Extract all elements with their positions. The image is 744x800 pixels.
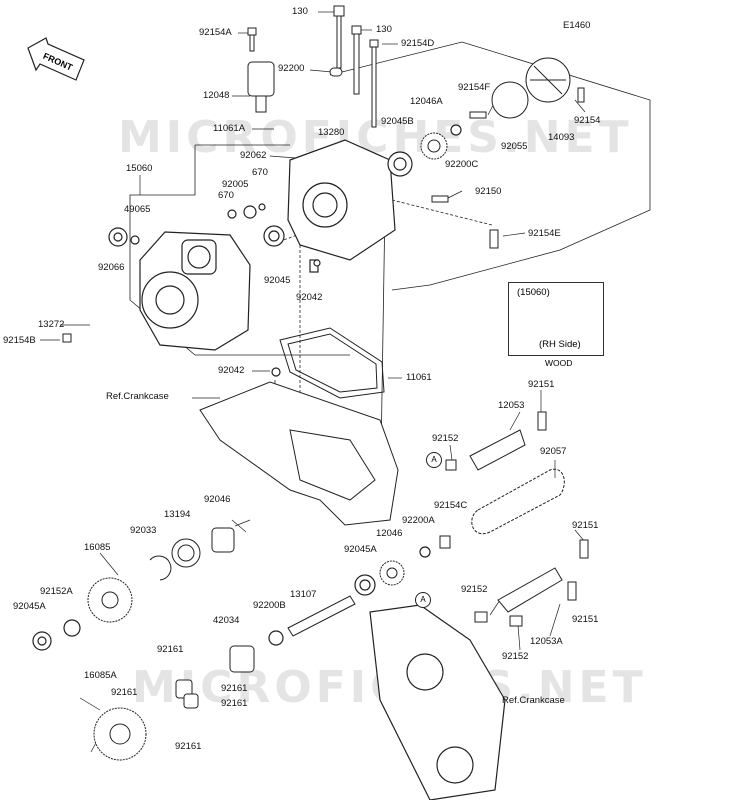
wood-note: WOOD xyxy=(545,358,573,368)
ref-crankcase-upper: Ref.Crankcase xyxy=(106,391,169,402)
front-arrow-icon: FRONT xyxy=(27,37,85,81)
part-label: 92154D xyxy=(401,38,435,49)
chain-92057-icon xyxy=(471,468,565,535)
part-label: 92161 xyxy=(175,741,202,752)
part-label: 92152 xyxy=(502,651,529,662)
sprocket-16085-icon xyxy=(87,577,133,623)
callout-a-2: A xyxy=(415,592,431,608)
part-label: 92045A xyxy=(13,601,46,612)
ref-crankcase-lower: Ref.Crankcase xyxy=(502,695,565,706)
part-label: 92152 xyxy=(432,433,459,444)
part-label: 14093 xyxy=(548,132,575,143)
part-label: 92005 xyxy=(222,179,249,190)
part-label: 92154E xyxy=(528,228,561,239)
part-label: 92154A xyxy=(199,27,232,38)
part-label: 12048 xyxy=(203,90,230,101)
solenoid-12048-icon xyxy=(247,61,275,113)
part-label: 92161 xyxy=(111,687,138,698)
part-label: 12053 xyxy=(498,400,525,411)
part-label: 92055 xyxy=(501,141,528,152)
part-label: 16085A xyxy=(84,670,117,681)
housing-13280-icon xyxy=(287,139,396,273)
part-label: 16085 xyxy=(84,542,111,553)
part-label: 92154C xyxy=(434,500,468,511)
part-label: 92200 xyxy=(278,63,305,74)
part-label: 92151 xyxy=(528,379,555,390)
wood-box: (15060) (RH Side) xyxy=(508,282,604,356)
part-label: 130 xyxy=(376,24,392,35)
part-label: 92042 xyxy=(218,365,245,376)
part-label: 92033 xyxy=(130,525,157,536)
part-label: 92151 xyxy=(572,520,599,531)
gear-12046A-icon xyxy=(420,132,448,160)
part-label: 92042 xyxy=(296,292,323,303)
part-label: 92154F xyxy=(458,82,491,93)
part-label: 11061 xyxy=(406,372,432,383)
bearings-icon xyxy=(149,527,235,581)
part-label: 92161 xyxy=(221,683,248,694)
part-label: 92200C xyxy=(445,159,479,170)
seal-rings-icon xyxy=(32,124,462,651)
part-label: 92062 xyxy=(240,150,267,161)
part-label: 13107 xyxy=(290,589,317,600)
part-label: 92152A xyxy=(40,586,73,597)
part-label: 130 xyxy=(292,6,308,17)
part-label: 92161 xyxy=(221,698,248,709)
gasket-11061-icon xyxy=(279,327,385,399)
part-label: 15060 xyxy=(126,163,153,174)
part-label: 92150 xyxy=(475,186,502,197)
part-label: 12046 xyxy=(376,528,403,539)
chain-guides-icon xyxy=(469,429,563,613)
part-label: 92200A xyxy=(402,515,435,526)
part-label: 13194 xyxy=(164,509,191,520)
part-label: 92152 xyxy=(461,584,488,595)
gear-12046-icon xyxy=(379,560,405,586)
crankcase-ref-icon xyxy=(199,381,399,526)
leader-lines xyxy=(40,11,586,753)
part-label: 12053A xyxy=(530,636,563,647)
gearbox-housing-15060-icon xyxy=(139,231,251,351)
ref-pointers xyxy=(234,519,251,527)
part-label: 670 xyxy=(252,167,268,178)
callout-a-1: A xyxy=(426,452,442,468)
part-label: 92046 xyxy=(204,494,231,505)
wood-side-label: (RH Side) xyxy=(539,339,581,350)
part-label: 13272 xyxy=(38,319,65,330)
part-label: 92154 xyxy=(574,115,601,126)
part-label: 92057 xyxy=(540,446,567,457)
part-label: 92045 xyxy=(264,275,291,286)
part-label: 92045A xyxy=(344,544,377,555)
small-bolts-icon xyxy=(62,27,589,627)
part-label: 49065 xyxy=(124,204,151,215)
wood-part-code: (15060) xyxy=(517,287,550,298)
part-label: 11061A xyxy=(213,123,246,134)
gear-case-cover-icon xyxy=(369,604,506,800)
part-label: 92151 xyxy=(572,614,599,625)
diagram-code: E1460 xyxy=(563,20,591,31)
part-label: 92154B xyxy=(3,335,36,346)
bolt-130-icon xyxy=(333,5,362,95)
shaft-13107-icon xyxy=(287,595,356,637)
part-label: 92045B xyxy=(381,116,414,127)
cover-14093-icon xyxy=(491,57,571,119)
sprocket-16085A-icon xyxy=(93,707,147,761)
differential-42034-icon xyxy=(175,645,255,709)
part-label: 92066 xyxy=(98,262,125,273)
part-label: 670 xyxy=(218,190,234,201)
part-label: 12046A xyxy=(410,96,443,107)
part-label: 92200B xyxy=(253,600,286,611)
part-label: 13280 xyxy=(318,127,345,138)
part-label: 92161 xyxy=(157,644,184,655)
part-label: 42034 xyxy=(213,615,240,626)
